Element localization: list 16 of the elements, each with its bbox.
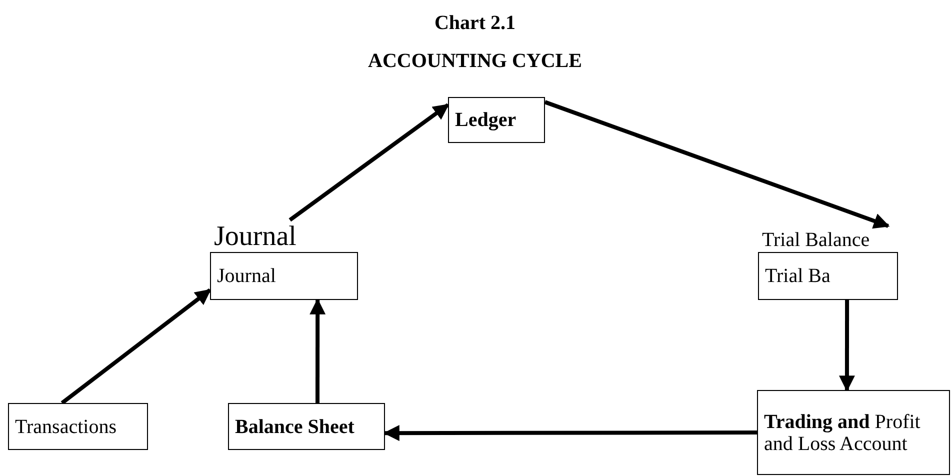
- node-heading: Journal: [213, 222, 298, 252]
- arrow: [544, 100, 890, 229]
- node-label: Trial Ba: [765, 265, 832, 287]
- arrow: [310, 298, 326, 403]
- node-heading: Trial Balance: [761, 228, 871, 252]
- node-label: Journal: [217, 265, 277, 287]
- arrow: [383, 425, 757, 442]
- arrow: [60, 288, 212, 405]
- node-label: Ledger: [455, 109, 518, 131]
- arrow: [838, 300, 855, 392]
- chart-number: Chart 2.1: [433, 11, 517, 36]
- node-label: Balance Sheet: [235, 416, 356, 438]
- diagram-title: ACCOUNTING CYCLE: [367, 49, 583, 74]
- arrow: [288, 103, 450, 222]
- node-label: Transactions: [15, 416, 118, 438]
- node-label: Trading and Profit and Loss Account: [764, 410, 922, 454]
